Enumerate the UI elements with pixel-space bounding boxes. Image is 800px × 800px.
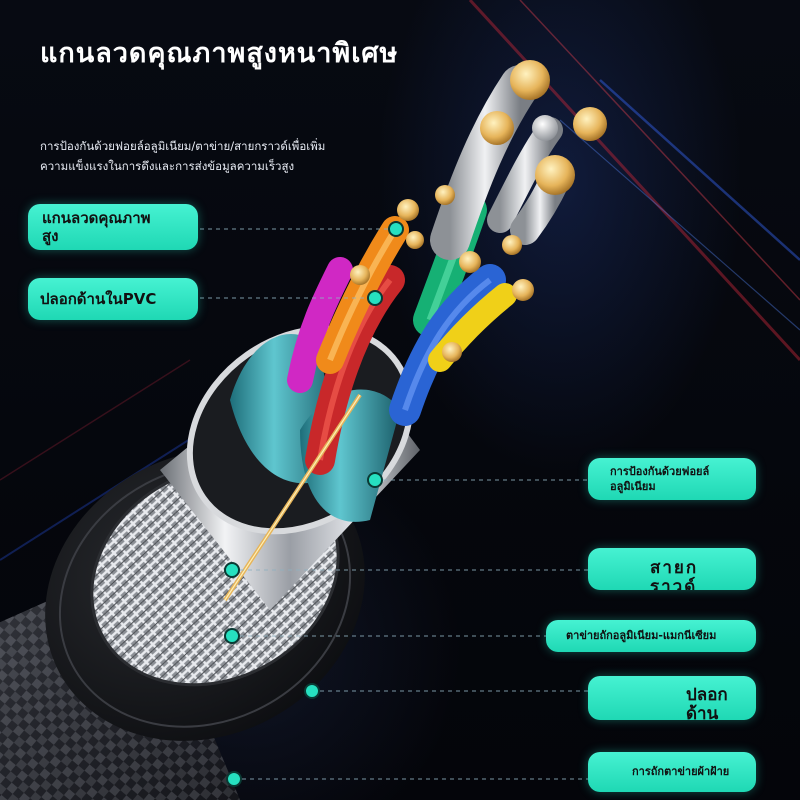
callout-aluminum-foil: การป้องกันด้วยฟอยล์ อลูมิเนียม [588, 458, 756, 500]
callout-dots [224, 221, 404, 787]
callout-ground-wire-line-1: สายก [650, 558, 699, 578]
callout-cotton-braid: การถักตาข่ายผ้าฝ้าย [588, 752, 756, 792]
callout-inner-pvc-text: ปลอกด้านในPVC [40, 290, 157, 308]
callout-core-wire-line-1: แกนลวดคุณภาพ [42, 209, 151, 227]
callout-aluminum-foil-line-1: การป้องกันด้วยฟอยล์ [610, 465, 710, 478]
callout-ground-wire-line-2: ราวด์ [650, 577, 698, 591]
callout-outer-pvc-line-1: ปลอก [686, 685, 728, 705]
callout-mesh-text: ตาข่ายถักอลูมิเนียม-แมกนีเซียม [566, 629, 717, 642]
callout-core-wire-line-2: สูง [42, 227, 59, 245]
subtitle-line-1: การป้องกันด้วยฟอยล์อลูมิเนียม/ตาข่าย/สาย… [40, 139, 326, 153]
callout-aluminum-magnesium-mesh: ตาข่ายถักอลูมิเนียม-แมกนีเซียม [546, 620, 756, 652]
callout-outer-pvc-line-2: ด้านนอกPVC [686, 704, 719, 721]
callout-outer-pvc: ปลอก ด้านนอกPVC [588, 676, 756, 720]
page-subtitle: การป้องกันด้วยฟอยล์อลูมิเนียม/ตาข่าย/สาย… [40, 136, 370, 176]
callout-braid-text: การถักตาข่ายผ้าฝ้าย [632, 765, 730, 778]
callout-inner-pvc: ปลอกด้านในPVC [28, 278, 198, 320]
callout-aluminum-foil-line-2: อลูมิเนียม [610, 480, 656, 493]
page-title: แกนลวดคุณภาพสูงหนาพิเศษ [40, 38, 399, 69]
callout-ground-wire: สายก ราวด์ [588, 548, 756, 590]
callout-core-wire: แกนลวดคุณภาพ สูง [28, 204, 198, 250]
subtitle-line-2: ความแข็งแรงในการดึงและการส่งข้อมูลความเร… [40, 159, 295, 173]
